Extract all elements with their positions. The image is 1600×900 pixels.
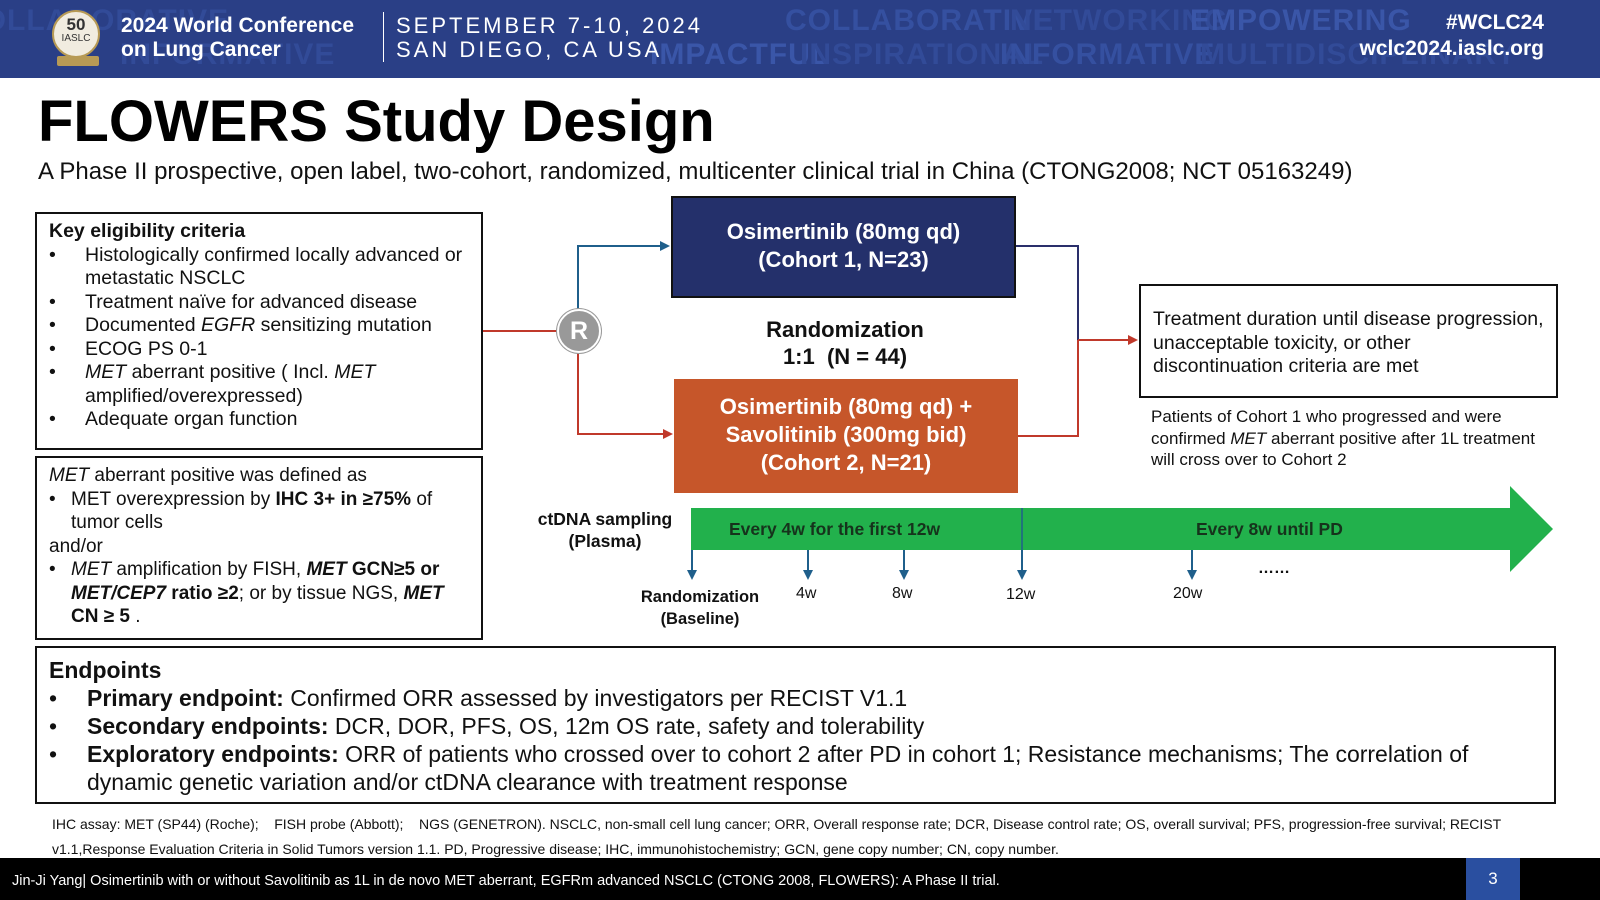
list-item: Histologically confirmed locally advance… — [49, 244, 481, 291]
list-item: Adequate organ function — [49, 408, 481, 432]
header-divider — [383, 12, 384, 62]
eligibility-criteria-box: Key eligibility criteria Histologically … — [35, 212, 483, 450]
baseline-label: Randomization (Baseline) — [640, 588, 760, 628]
list-item: Treatment naïve for advanced disease — [49, 291, 481, 315]
footnote: IHC assay: MET (SP44) (Roche); FISH prob… — [52, 816, 1505, 857]
list-item: MET amplification by FISH, MET GCN≥5 or … — [49, 558, 473, 629]
footer-citation: Jin-Ji Yang| Osimertinib with or without… — [12, 873, 1000, 889]
andor-label: and/or — [49, 535, 103, 557]
exploratory-endpoint-text: ORR of patients who crossed over to coho… — [87, 741, 1469, 795]
ctdna-sampling-label: ctDNA sampling (Plasma) — [537, 509, 673, 551]
r-to-cohort1-arrow — [577, 241, 670, 309]
endpoints-box: Endpoints Primary endpoint: Confirmed OR… — [35, 646, 1556, 804]
timeline-phase1-label: Every 4w for the first 12w — [729, 519, 941, 539]
eligibility-list: Histologically confirmed locally advance… — [49, 244, 481, 432]
tick-label-12w: 12w — [1006, 586, 1036, 603]
banner-bg-word: IMPACTFUL — [650, 38, 831, 71]
list-item: Documented EGFR sensitizing mutation — [49, 314, 481, 338]
tick-label-20w: 20w — [1173, 585, 1203, 602]
list-item: MET aberrant positive ( Incl. MET amplif… — [49, 361, 481, 408]
randomization-circle: R — [557, 309, 601, 353]
timeline-phase2-label: Every 8w until PD — [1196, 519, 1343, 539]
list-item: Primary endpoint: Confirmed ORR assessed… — [49, 684, 1544, 712]
crossover-note: Patients of Cohort 1 who progressed and … — [1151, 407, 1535, 469]
header-banner: COLLABORATIVE NETWORKING EMPOWERING IMPA… — [0, 0, 1600, 78]
footer-bar — [0, 858, 1600, 900]
page-subtitle: A Phase II prospective, open label, two-… — [38, 158, 1353, 185]
logo-org: IASLC — [61, 33, 91, 44]
conference-dates: SEPTEMBER 7-10, 2024 SAN DIEGO, CA USA — [396, 13, 704, 62]
timeline-arrow — [691, 486, 1553, 572]
cohort2-to-outcome-line — [1018, 340, 1079, 437]
conference-name: 2024 World Conference on Lung Cancer — [121, 14, 355, 61]
exploratory-endpoint-label: Exploratory endpoints: — [87, 741, 339, 767]
page-title: FLOWERS Study Design — [38, 89, 715, 154]
list-item: Exploratory endpoints: ORR of patients w… — [49, 740, 1544, 796]
primary-endpoint-text: Confirmed ORR assessed by investigators … — [283, 685, 908, 711]
website-link: wclc2024.iaslc.org — [1359, 37, 1544, 60]
banner-bg-word: COLLABORATIVE — [0, 4, 230, 37]
iaslc-50-logo: 50 IASLC — [52, 10, 100, 66]
secondary-endpoint-text: DCR, DOR, PFS, OS, 12m OS rate, safety a… — [328, 713, 925, 739]
tick-label-8w: 8w — [892, 585, 913, 602]
met-definition-heading: MET aberrant positive was defined as — [49, 465, 367, 486]
met-definition-box: MET aberrant positive was defined as MET… — [35, 456, 483, 640]
cohort1-to-outcome-line — [1016, 245, 1079, 340]
list-item: MET overexpression by IHC 3+ in ≥75% of … — [49, 488, 473, 535]
banner-bg-word: INFORMATIVE — [1000, 38, 1216, 71]
endpoints-heading: Endpoints — [49, 657, 162, 683]
r-to-cohort2-arrow — [577, 351, 673, 439]
banner-bg-word: COLLABORATIVE — [785, 4, 1055, 37]
timeline-ellipsis: …… — [1258, 560, 1290, 577]
logo-number: 50 — [66, 15, 86, 34]
primary-endpoint-label: Primary endpoint: — [87, 685, 284, 711]
cohort2-box: Osimertinib (80mg qd) + Savolitinib (300… — [674, 379, 1018, 493]
tick-label-4w: 4w — [796, 585, 817, 602]
secondary-endpoint-label: Secondary endpoints: — [87, 713, 329, 739]
list-item: ECOG PS 0-1 — [49, 338, 481, 362]
randomization-label: Randomization 1:1 (N = 44) — [766, 317, 924, 369]
banner-bg-word: INSPIRATIONAL — [800, 38, 1045, 71]
banner-bg-word: NETWORKING — [1010, 4, 1229, 37]
eligibility-heading: Key eligibility criteria — [49, 220, 246, 242]
treatment-duration-box: Treatment duration until disease progres… — [1139, 284, 1558, 398]
banner-bg-word: EMPOWERING — [1190, 4, 1412, 37]
hashtag: #WCLC24 — [1445, 11, 1544, 34]
conference-hashtag-site: #WCLC24 wclc2024.iaslc.org — [1300, 10, 1544, 62]
logo-ribbon — [57, 56, 99, 66]
cohort1-box: Osimertinib (80mg qd) (Cohort 1, N=23) — [671, 196, 1016, 298]
list-item: Secondary endpoints: DCR, DOR, PFS, OS, … — [49, 712, 1544, 740]
page-number: 3 — [1466, 858, 1520, 900]
banner-bg-word: INFORMATIVE — [120, 38, 336, 71]
banner-bg-word: MULTIDISCIPLINARY — [1200, 38, 1517, 71]
